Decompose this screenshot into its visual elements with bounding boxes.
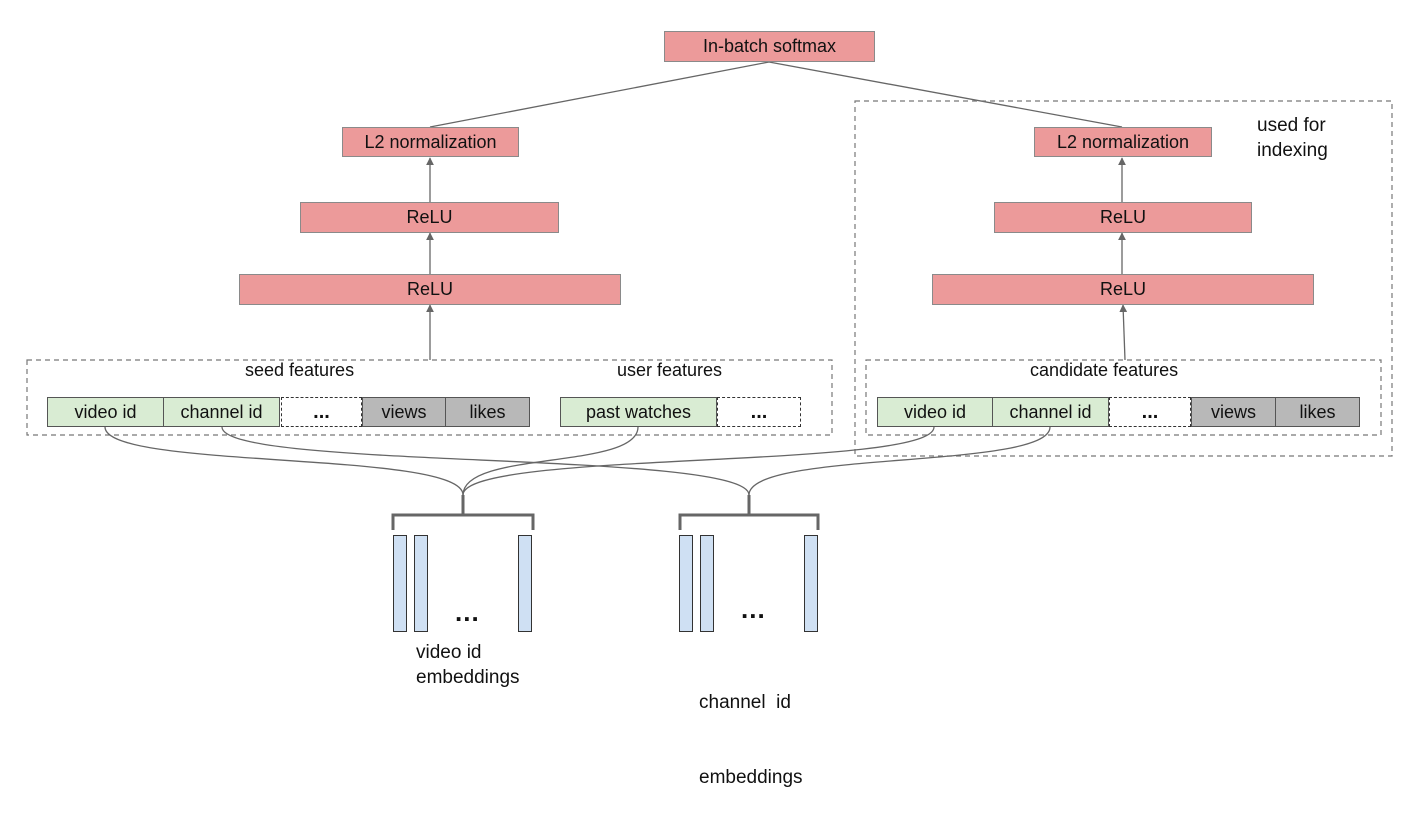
video-embedding-ellipsis: ... <box>455 597 480 627</box>
channel-embedding-bar <box>700 535 714 632</box>
seed-channel-id-curve <box>221 426 750 496</box>
seed-views-feature: views <box>362 397 446 427</box>
softmax-to-right-l2-line <box>768 61 1123 128</box>
left-relu-upper-layer: ReLU <box>300 202 559 233</box>
seed-video-id-feature: video id <box>47 397 164 427</box>
used-for-indexing-label: used for indexing <box>1257 115 1328 161</box>
past-watches-curve <box>462 426 639 496</box>
seed-more-features: ... <box>281 397 362 427</box>
candidate-more-features: ... <box>1109 397 1191 427</box>
diagram-connections <box>26 61 1393 530</box>
past-watches-feature: past watches <box>560 397 717 427</box>
channel-embedding-bar <box>804 535 818 632</box>
candidate-feature-group <box>865 359 1382 436</box>
right-relu-upper-layer: ReLU <box>994 202 1252 233</box>
indexing-group <box>854 100 1393 457</box>
softmax-to-left-l2-line <box>429 61 770 128</box>
right-features-to-relu-arrow <box>1119 304 1128 361</box>
candidate-likes-feature: likes <box>1275 397 1360 427</box>
right-relu-lower-layer: ReLU <box>932 274 1314 305</box>
left-l2-normalization-layer: L2 normalization <box>342 127 519 157</box>
seed-features-label: seed features <box>245 360 355 380</box>
channel-embeddings-label-line2: embeddings <box>699 767 803 788</box>
candidate-video-id-feature: video id <box>877 397 993 427</box>
right-l2-normalization-layer: L2 normalization <box>1034 127 1212 157</box>
seed-likes-feature: likes <box>445 397 530 427</box>
user-features-label: user features <box>617 360 723 380</box>
video-embedding-brace <box>391 495 535 530</box>
video-embedding-bar <box>414 535 428 632</box>
candidate-channel-id-feature: channel id <box>992 397 1109 427</box>
left-feature-group <box>26 359 833 436</box>
seed-video-id-curve <box>104 426 464 496</box>
candidate-video-id-curve <box>462 426 935 496</box>
video-embeddings-label: video id embeddings <box>416 640 520 690</box>
softmax-layer: In-batch softmax <box>664 31 875 62</box>
channel-embedding-ellipsis: ... <box>741 594 766 624</box>
channel-embedding-brace <box>678 495 820 530</box>
video-embedding-bar <box>393 535 407 632</box>
candidate-features-label: candidate features <box>1030 360 1179 380</box>
video-embeddings-label-line2: embeddings <box>416 667 520 688</box>
left-relu-lower-layer: ReLU <box>239 274 621 305</box>
candidate-channel-id-curve <box>748 426 1051 496</box>
video-embedding-bar <box>518 535 532 632</box>
candidate-views-feature: views <box>1191 397 1276 427</box>
seed-channel-id-feature: channel id <box>163 397 280 427</box>
channel-embeddings-label-line1: channel id <box>699 692 791 713</box>
channel-embedding-bar <box>679 535 693 632</box>
user-more-features: ... <box>717 397 801 427</box>
video-embeddings-label-line1: video id <box>416 642 482 663</box>
channel-embeddings-label: channel id embeddings <box>699 640 803 815</box>
